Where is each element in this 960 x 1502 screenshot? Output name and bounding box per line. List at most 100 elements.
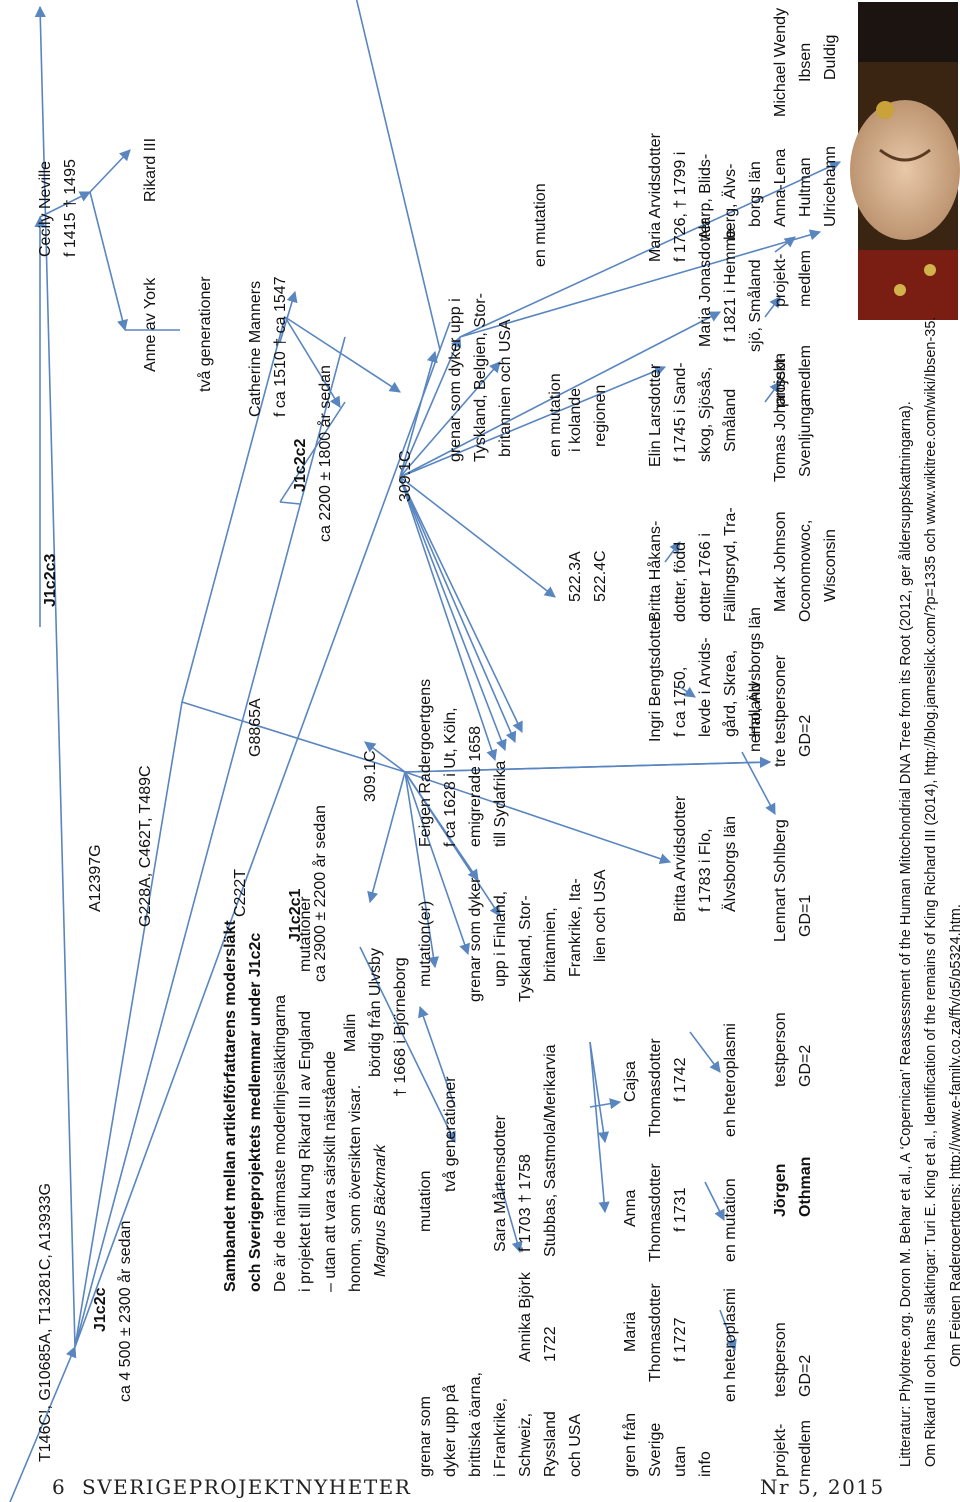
anne-av-york: Anne av York bbox=[142, 277, 159, 372]
stubbas-place: Stubbas, Sastmola/Merikarvia bbox=[542, 1044, 559, 1257]
projekt-col-2: medlem bbox=[797, 1420, 814, 1477]
mark-city: Oconomowoc, bbox=[797, 520, 814, 622]
michael-duldig: Duldig bbox=[822, 35, 839, 80]
cecily-dates: f 1415 † 1495 bbox=[62, 159, 79, 257]
britta-a-born: f 1783 i Flo, bbox=[697, 828, 714, 912]
mutation-309-1c-a: 309.1C bbox=[362, 750, 379, 802]
heteroplasmi-a: en heteroplasmi bbox=[722, 1288, 739, 1402]
left-col-1: grenar som bbox=[417, 1396, 434, 1477]
mutation-label-a: mutation bbox=[417, 1171, 434, 1232]
catherine-dates: f ca 1510 † ca 1547 bbox=[272, 276, 289, 417]
elin-place: skog, Sjösås, bbox=[696, 367, 714, 462]
tre-testpersoner-gd: GD=2 bbox=[797, 715, 814, 757]
feigen-emigrated: emigrerade 1658 bbox=[467, 726, 484, 847]
gren-col-2: Sverige bbox=[647, 1423, 664, 1477]
left-col-6: Ryssland bbox=[542, 1411, 559, 1477]
cajsa-t-born: f 1742 bbox=[672, 1057, 689, 1102]
haplogroup-j1c2c1: J1c2c1 bbox=[287, 889, 304, 942]
anna-t-name: Anna bbox=[622, 1190, 639, 1227]
en-mutation-c: en mutation bbox=[532, 183, 549, 267]
rikard-iii-portrait bbox=[850, 2, 960, 320]
britta-h-l4: Fällingsryd, Tra- bbox=[722, 507, 739, 622]
elin-born: f 1745 i Sand- bbox=[672, 362, 689, 462]
left-col-7: och USA bbox=[567, 1414, 584, 1477]
mark-name: Mark Johnson bbox=[772, 512, 789, 613]
left-col-4: i Frankrike, bbox=[492, 1398, 509, 1477]
malin-death: † 1668 i Björneborg bbox=[392, 957, 409, 1097]
tre-testpersoner: tre testpersoner bbox=[772, 654, 789, 767]
rikard-iii: Rikard III bbox=[142, 138, 159, 202]
mutation-g8865a: G8865A bbox=[247, 698, 264, 757]
tva-generationer-b: två generationer bbox=[196, 276, 214, 392]
grenar-b-4: britannien, bbox=[542, 907, 559, 982]
gren-col-3: utan bbox=[672, 1446, 689, 1477]
lennart-gd: GD=1 bbox=[797, 895, 814, 937]
testperson-b-gd: GD=2 bbox=[797, 1045, 814, 1087]
jorgen-surname: Othman bbox=[797, 1157, 814, 1217]
feigen-name: Feigen Radergoertgens bbox=[417, 679, 434, 847]
grenar-c-1: grenar som dyker upp i bbox=[447, 298, 464, 462]
anna-t-born: f 1731 bbox=[672, 1187, 689, 1232]
grenar-c-3: britannien och USA bbox=[497, 319, 514, 457]
testperson-b: testperson bbox=[772, 1012, 789, 1087]
maria-j-born: f 1821 i Hemme- bbox=[722, 224, 739, 342]
malin-name: Malin bbox=[342, 1014, 359, 1052]
michael-ibsen: Ibsen bbox=[797, 43, 814, 82]
publication-name: SVERIGEPROJEKTNYHETER bbox=[82, 1475, 411, 1499]
gren-col-1: gren från bbox=[621, 1413, 639, 1477]
en-mutation-kor-3: regionen bbox=[592, 385, 609, 447]
cecily-name: Cecily Neville bbox=[37, 161, 54, 257]
britta-h-name: Britta Håkans- bbox=[646, 521, 664, 622]
sara-dates: f 1703 † 1758 bbox=[517, 1154, 534, 1252]
testperson-a: testperson bbox=[772, 1322, 789, 1397]
anna-lena-place: Ulricehamn bbox=[822, 146, 839, 227]
ingri-place: gård, Skrea, bbox=[721, 650, 739, 737]
britta-h-l2: dotter, född bbox=[672, 542, 689, 622]
mutation-522-3a: 522.3A bbox=[567, 551, 584, 602]
mutation-a12397g: A12397G bbox=[87, 844, 104, 912]
literature-line-2: Om Rikard III och hans släktingar: Turi … bbox=[923, 317, 939, 1467]
intro-title-2: och Sverigeprojektets medlemmar under J1… bbox=[247, 933, 264, 1292]
left-col-5: Schweiz, bbox=[517, 1413, 534, 1477]
en-mutation-a: en mutation bbox=[722, 1178, 739, 1262]
maria-a-l5: borgs län bbox=[747, 161, 764, 227]
testperson-a-gd: GD=2 bbox=[797, 1355, 814, 1397]
projekt-medlem-a-2: medlem bbox=[797, 345, 814, 402]
intro-title-1: Sambandet mellan artikelförfattarens mod… bbox=[222, 920, 239, 1292]
sara-martensdotter: Sara Mårtensdotter bbox=[491, 1114, 509, 1252]
intro-line-1: De är de närmaste moderlinjesläktingarna bbox=[272, 995, 289, 1292]
grenar-b-2: upp i Finland, bbox=[492, 891, 509, 987]
anna-lena-name: Anna-Lena bbox=[772, 149, 789, 227]
author-name: Magnus Bäckmark bbox=[372, 1144, 389, 1277]
projekt-col-1: projekt- bbox=[772, 1424, 789, 1477]
feigen-destination: till Sydafrika bbox=[492, 761, 509, 847]
mutation-c222t: C222T bbox=[232, 869, 249, 917]
ingri-lived: levde i Arvids- bbox=[697, 637, 714, 737]
mutationer-b: mutation(er) bbox=[417, 901, 434, 987]
annika-bjork: Annika Björk bbox=[517, 1271, 534, 1362]
mutation-522-4c: 522.4C bbox=[592, 550, 609, 602]
gren-col-4: info bbox=[697, 1451, 714, 1477]
anna-lena-surname: Hultman bbox=[797, 157, 814, 217]
elin-region: Småland bbox=[721, 389, 739, 452]
maria-a-name: Maria Arvidsdotter bbox=[647, 132, 664, 262]
left-col-2: dyker upp på bbox=[441, 1384, 459, 1477]
anna-t-surname: Thomasdotter bbox=[647, 1163, 664, 1262]
page-number: 6 bbox=[52, 1475, 66, 1499]
literature-line-3: Om Feigen Radergoertgens: http://www.e-f… bbox=[948, 904, 960, 1367]
britta-h-l3: dotter 1766 i bbox=[697, 533, 714, 622]
mutation-set-g228a: G228A, C462T, T489C bbox=[137, 765, 154, 927]
britta-a-name: Britta Arvidsdotter bbox=[672, 795, 689, 922]
michael-name: Michael Wendy bbox=[772, 8, 789, 117]
mark-state: Wisconsin bbox=[822, 529, 839, 602]
maria-a-l4: berg, Älvs- bbox=[721, 164, 739, 240]
feigen-born: f ca 1628 i Ut, Köln, bbox=[442, 707, 459, 847]
grenar-b-5: Frankrike, Ita- bbox=[567, 878, 584, 977]
lennart-name: Lennart Sohlberg bbox=[772, 819, 789, 942]
mutation-309-1c-b: 309.1C bbox=[397, 450, 414, 502]
intro-line-3: – utan att vara särskilt närstående bbox=[321, 1051, 339, 1292]
literature-line-1: Litteratur: Phylotree.org. Doron M. Beha… bbox=[898, 401, 914, 1467]
left-col-3: brittiska öarna, bbox=[467, 1372, 484, 1477]
heteroplasmi-b: en heteroplasmi bbox=[722, 1023, 739, 1137]
